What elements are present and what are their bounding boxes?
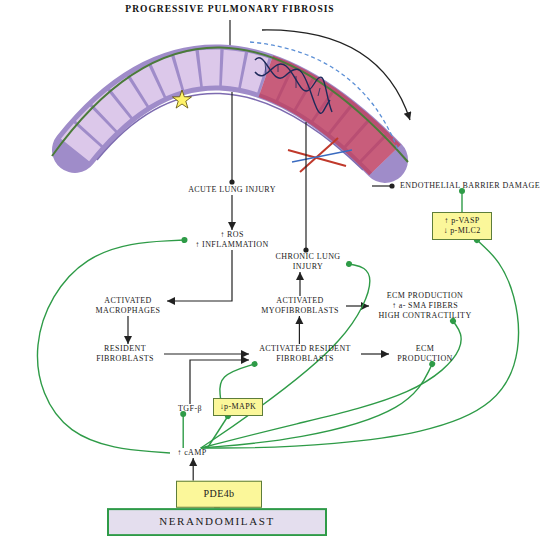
- node-text: HIGH CONTRACTILITY: [369, 311, 481, 321]
- highlight-box: PDE4b: [176, 481, 262, 508]
- flow-node: TGF-β: [170, 404, 210, 414]
- node-text: TGF-β: [170, 404, 210, 414]
- node-text: ↑ p-VASP: [435, 216, 489, 226]
- dna-strand: [255, 58, 330, 114]
- flow-node: CHRONIC LUNG INJURY: [267, 252, 349, 272]
- inhibition-connector: [201, 240, 519, 448]
- highlight-box: ↓p-MAPK: [213, 398, 263, 416]
- node-text: ACTIVATED MACROPHAGES: [89, 296, 167, 316]
- dna-strand: [255, 64, 332, 112]
- injury-leader: [305, 122, 306, 250]
- node-text: ↓p-MAPK: [216, 402, 260, 412]
- arrow-connector: [127, 316, 128, 344]
- title-leader: [229, 20, 230, 47]
- dna-rung: [318, 88, 320, 96]
- node-text: ECM PRODUCTION: [389, 344, 461, 364]
- flow-node: ECM PRODUCTION: [389, 344, 461, 364]
- flow-node: RESIDENT FIBROBLASTS: [86, 344, 164, 364]
- dna-rung: [265, 62, 266, 74]
- node-text: ECM PRODUCTION: [369, 291, 481, 301]
- flow-node: ↑ cAMP: [170, 448, 214, 458]
- diagram-title: PROGRESSIVE PULMONARY FIBROSIS: [0, 4, 460, 14]
- node-text: ↑ INFLAMMATION: [185, 240, 280, 250]
- arrow-connector: [299, 272, 300, 296]
- node-text: ↑ a- SMA FIBERS: [369, 301, 481, 311]
- flow-node: ACTIVATED MACROPHAGES: [89, 296, 167, 316]
- flow-node: ECM PRODUCTION↑ a- SMA FIBERSHIGH CONTRA…: [369, 291, 481, 321]
- injury-star: [172, 90, 191, 108]
- dashed-outline: [250, 42, 398, 150]
- node-text: PDE4b: [180, 488, 258, 501]
- progression-arrow: [262, 30, 410, 120]
- leader-dot: [303, 247, 308, 252]
- flow-node: ACUTE LUNG INJURY: [177, 185, 287, 195]
- leader-dot: [229, 179, 234, 184]
- injury-leader: [231, 92, 232, 182]
- arrow-connector: [231, 195, 232, 230]
- dna-rung: [296, 76, 297, 88]
- flow-node: ENDOTHELIAL BARRIER DAMAGE: [394, 181, 546, 191]
- node-text: ↑ cAMP: [170, 448, 214, 458]
- flow-node: ACTIVATED RESIDENT FIBROBLASTS: [249, 344, 361, 364]
- alveolus-inner-edge: [97, 93, 363, 170]
- arrow-connector: [193, 458, 194, 481]
- drug-box: NERANDOMILAST: [107, 508, 327, 536]
- node-text: RESIDENT FIBROBLASTS: [86, 344, 164, 364]
- node-text: ↓ p-MLC2: [435, 226, 489, 236]
- node-text: ↑ ROS: [185, 230, 280, 240]
- dna-rung: [278, 64, 279, 72]
- inhibition-connector: [461, 191, 462, 212]
- inhibition-connector: [182, 414, 183, 448]
- node-text: ACTIVATED RESIDENT FIBROBLASTS: [249, 344, 361, 364]
- arrow-connector: [167, 250, 232, 301]
- highlight-box: ↑ p-VASP↓ p-MLC2: [432, 212, 492, 240]
- inhibition-connector: [220, 364, 255, 398]
- flow-node: ACTIVATED MYOFIBROBLASTS: [254, 296, 346, 316]
- node-text: ACTIVATED MYOFIBROBLASTS: [254, 296, 346, 316]
- arrow-connector: [299, 316, 300, 344]
- broken-barrier-line: [292, 150, 352, 162]
- arrow-connector: [164, 353, 249, 354]
- flow-node: ↑ ROS↑ INFLAMMATION: [185, 230, 280, 250]
- injury-leader: [372, 185, 392, 186]
- arrow-connector: [346, 305, 369, 306]
- leader-dot: [389, 183, 394, 188]
- node-text: CHRONIC LUNG INJURY: [267, 252, 349, 272]
- inhibition-connector: [201, 321, 461, 448]
- inhibition-connector: [201, 264, 370, 448]
- node-text: ENDOTHELIAL BARRIER DAMAGE: [394, 181, 546, 191]
- node-text: ACUTE LUNG INJURY: [177, 185, 287, 195]
- inhibition-connector: [37, 240, 184, 453]
- arrow-connector: [361, 353, 389, 354]
- node-text: NERANDOMILAST: [113, 515, 321, 529]
- alveolus-outline: [52, 47, 408, 162]
